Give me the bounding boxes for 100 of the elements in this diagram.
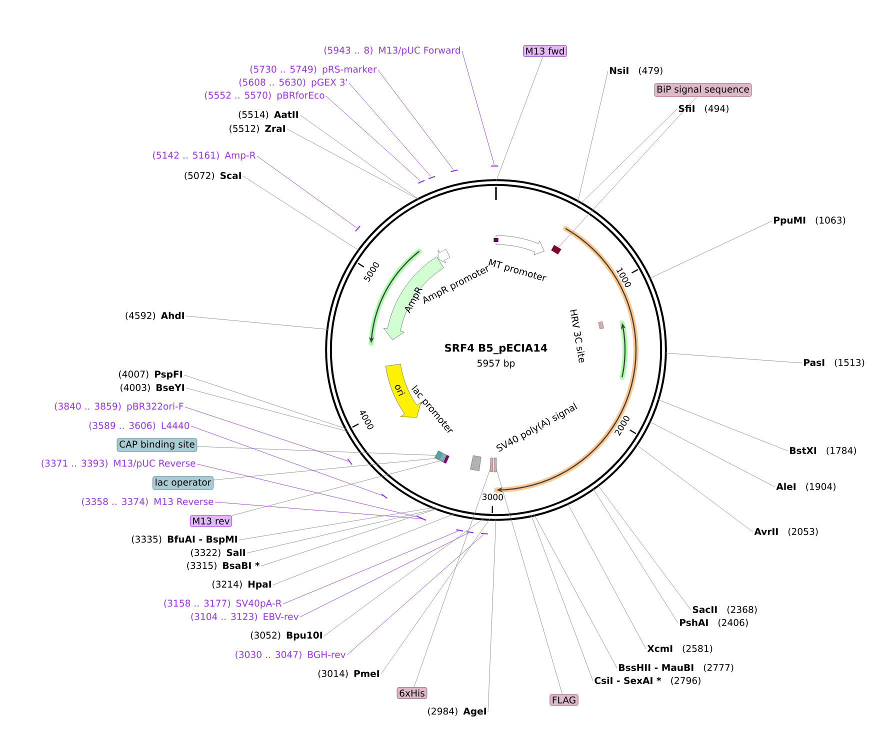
site-label: BssHII - MauBI (2777) <box>619 664 734 672</box>
primer-mark <box>416 516 424 520</box>
primer-label: (5730 .. 5749) pRS-marker <box>250 66 377 74</box>
leader-line <box>300 532 470 618</box>
feature-bar <box>490 458 494 472</box>
primer-label: (3158 .. 3177) SV40pA-R <box>164 600 282 608</box>
site-label: (3315) BsaBI * <box>187 562 260 570</box>
leader-line <box>324 518 484 636</box>
primer-mark <box>418 180 425 184</box>
feature-box: M13 fwd <box>523 45 567 57</box>
leader-line <box>348 82 431 177</box>
primer-label: (5142 .. 5161) Amp-R <box>153 152 256 160</box>
feature-box: BiP signal sequence <box>654 83 752 97</box>
tick-label: 3000 <box>482 494 503 500</box>
primer-mark <box>428 176 436 180</box>
leader-line <box>496 466 563 694</box>
site-label: PasI (1513) <box>804 358 864 368</box>
leader-line <box>196 464 420 518</box>
leader-line <box>566 502 646 650</box>
leader-line <box>462 50 495 166</box>
leader-line <box>648 420 776 488</box>
feature-box: M13 rev <box>190 515 232 527</box>
primer-mark <box>347 458 352 465</box>
size-label: 5957 bp <box>478 360 515 368</box>
feature-bar <box>443 454 450 464</box>
leader-line <box>256 156 357 228</box>
feature-box: lac operator <box>152 476 214 490</box>
site-label: SacII (2368) <box>692 606 757 614</box>
primer-mark <box>466 531 474 534</box>
leader-line <box>213 458 441 480</box>
site-label: SfiI (494) <box>678 104 728 114</box>
primer-mark <box>450 169 458 172</box>
leader-line <box>300 114 420 200</box>
leader-line <box>190 426 384 496</box>
feature-label: HRV 3C site <box>570 310 584 363</box>
primer-mark <box>381 494 388 499</box>
leader-line <box>648 220 772 280</box>
primer-label: (5943 .. 8) M13/pUC Forward <box>324 46 460 56</box>
site-label: PpuMI (1063) <box>774 216 846 226</box>
leader-line <box>232 460 444 516</box>
primer-label: (3840 .. 3859) pBR322ori-F <box>54 402 184 412</box>
primer-mark <box>355 226 360 232</box>
leader-line <box>534 514 618 668</box>
site-label: AleI (1904) <box>776 482 836 492</box>
leader-line <box>184 374 348 430</box>
site-label: CsiI - SexAI * (2796) <box>594 676 700 686</box>
site-label: BstXI (1784) <box>790 446 856 456</box>
primer-mark <box>480 532 488 534</box>
feature-bar <box>440 453 446 462</box>
site-label: PshAI (2406) <box>680 618 748 628</box>
site-label: (4007) PspFI <box>119 370 182 380</box>
leader-line <box>378 70 454 170</box>
primer-mark <box>491 165 498 167</box>
leader-line <box>656 399 788 452</box>
site-label: (3052) Bpu10I <box>250 632 322 640</box>
site-label: (2984) AgeI <box>428 707 486 717</box>
leader-line <box>580 108 678 204</box>
leader-line <box>260 508 439 566</box>
site-label: (5514) AatII <box>238 110 298 120</box>
site-label: NsiI (479) <box>610 66 662 76</box>
feature-box: 6xHis <box>396 687 428 699</box>
site-label: (4003) BseYI <box>120 384 184 392</box>
leader-line <box>597 484 692 610</box>
leader-line <box>380 518 490 674</box>
leader-line <box>530 514 594 682</box>
site-label: AvrII (2053) <box>754 528 818 536</box>
primer-label: (3589 .. 3606) L4440 <box>89 422 190 430</box>
feature-bar <box>434 450 443 460</box>
primer-label: (3371 .. 3393) M13/pUC Reverse <box>42 460 196 468</box>
site-label: (5072) ScaI <box>184 172 241 180</box>
leader-line <box>184 406 349 462</box>
leader-line <box>282 530 459 604</box>
leader-line <box>664 352 802 364</box>
leader-line <box>592 488 678 624</box>
site-label: (3322) SalI <box>191 548 245 558</box>
site-label: (3335) BfuAI - BspMI <box>132 536 237 544</box>
site-label: XcmI (2581) <box>647 644 712 654</box>
primer-label: (5608 .. 5630) pGEX 3' <box>239 78 347 88</box>
leader-line <box>346 534 484 656</box>
leader-line <box>242 176 360 252</box>
leader-line <box>326 96 420 181</box>
leader-line <box>635 444 754 532</box>
leader-line <box>238 507 436 540</box>
leader-line <box>272 513 456 586</box>
primer-label: (3358 .. 3374) M13 Reverse <box>82 498 214 506</box>
tick-label: 4000 <box>360 410 374 430</box>
leader-line <box>246 508 439 554</box>
leader-line <box>196 446 437 456</box>
leader-line <box>558 96 698 248</box>
leader-line <box>214 502 422 519</box>
feature-box: FLAG <box>550 694 578 706</box>
leader-line <box>286 128 420 200</box>
leader-line <box>577 70 608 203</box>
feature-bar <box>551 244 562 254</box>
site-label: (5512) ZraI <box>230 124 285 134</box>
primer-label: (5552 .. 5570) pBRforEco <box>205 92 324 100</box>
leader-line <box>488 518 496 712</box>
feature-bar <box>494 458 497 472</box>
plasmid-ring <box>325 179 667 521</box>
leader-line <box>414 466 492 688</box>
